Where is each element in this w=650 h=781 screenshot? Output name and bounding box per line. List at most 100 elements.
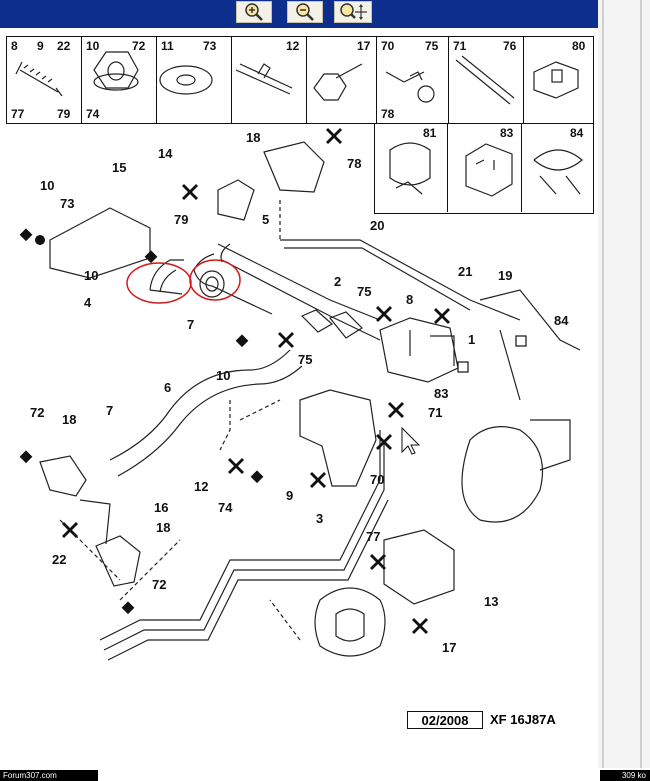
parts-table: 8 9 22 77 79 10 72 74 11 73 12 17 70 75 …: [6, 36, 594, 124]
magnifier-plus-icon: [245, 3, 263, 21]
parts-cell: 10 72 74: [82, 37, 157, 123]
part-number: 80: [572, 39, 586, 53]
footer-source: Forum307.com: [0, 770, 98, 781]
callout-label: 10: [84, 268, 99, 283]
bracket-15: [49, 207, 151, 279]
clip-icon: [533, 61, 579, 99]
stud-icon: [235, 63, 293, 95]
part-number: 11: [161, 39, 174, 53]
callout-label: 72: [152, 577, 167, 592]
vacuum-lines: [99, 430, 389, 661]
gasket-inner: [205, 276, 219, 292]
callout-label: 84: [554, 313, 569, 328]
zoom-move-button[interactable]: [334, 1, 372, 23]
callout-label: 13: [484, 594, 499, 609]
part-number: 73: [203, 39, 217, 53]
callout-label: 75: [298, 352, 313, 367]
bolt-washer-icon: [385, 71, 435, 103]
highlight-circle: [189, 259, 241, 301]
part-number: 83: [500, 126, 514, 140]
part-number: 71: [453, 39, 467, 53]
mouse-cursor: [401, 426, 421, 455]
mounting-bracket: [299, 389, 377, 487]
parts-cell: 84: [522, 124, 594, 212]
part-number: 74: [86, 107, 100, 121]
pipe-19: [479, 289, 581, 401]
parts-cell: 8 9 22 77 79: [7, 37, 82, 123]
callout-label: 12: [194, 479, 209, 494]
viewer-toolbar: [0, 0, 598, 28]
diagram-sheet: [0, 28, 598, 768]
egr-tube: [217, 243, 381, 341]
washer-icon: [159, 65, 213, 95]
callout-label: 16: [154, 500, 169, 515]
status-bar: [0, 768, 650, 781]
callout-label: 18: [62, 412, 77, 427]
parts-cell: 17: [307, 37, 377, 123]
parts-cell: 83: [448, 124, 522, 212]
callout-label: 5: [262, 212, 270, 227]
part-number: 12: [286, 39, 300, 53]
gasket: [199, 270, 225, 298]
callout-label: 73: [60, 196, 75, 211]
part-number: 17: [357, 39, 371, 53]
bracket-14: [217, 179, 255, 221]
screw-icon: [15, 61, 63, 97]
callout-label: 3: [316, 511, 324, 526]
page-edge: [640, 0, 642, 768]
magnifier-minus-icon: [296, 3, 314, 21]
part-number: 9: [37, 39, 44, 53]
callout-label: 22: [52, 552, 67, 567]
zoom-in-button[interactable]: [236, 1, 272, 23]
part-number: 76: [503, 39, 517, 53]
callout-label: 18: [156, 520, 171, 535]
callout-label: 20: [370, 218, 385, 233]
callout-label: 72: [30, 405, 45, 420]
callout-label: 7: [187, 317, 195, 332]
part-number: 22: [57, 39, 71, 53]
parts-cell: 70 75 78: [377, 37, 449, 123]
cover-13: [383, 529, 455, 605]
callout-label: 2: [334, 274, 342, 289]
part-number: 8: [11, 39, 18, 53]
pipe-clamp-icon: [533, 149, 583, 195]
parts-table-row2: 81 83 84: [374, 124, 594, 214]
part-number: 84: [570, 126, 584, 140]
bracket-icon: [465, 143, 513, 197]
callout-label: 77: [366, 529, 381, 544]
part-number: 75: [425, 39, 439, 53]
part-number: 70: [381, 39, 395, 53]
part-number: 10: [86, 39, 100, 53]
callout-label: 83: [434, 386, 449, 401]
throttle-body: [314, 587, 386, 657]
double-stud-icon: [455, 55, 515, 105]
footer-size: 309 ko: [600, 770, 650, 781]
part-number: 79: [57, 107, 71, 121]
callout-label: 6: [164, 380, 172, 395]
open-squares: [457, 335, 527, 373]
callout-label: 7: [106, 403, 114, 418]
zoom-out-button[interactable]: [287, 1, 323, 23]
part-number: 81: [423, 126, 437, 140]
callout-label: 1: [468, 332, 476, 347]
callout-label: 74: [218, 500, 233, 515]
part-number: 78: [381, 107, 395, 121]
marker-squares: [19, 228, 264, 615]
callout-label: 14: [158, 146, 173, 161]
elbow-pipe: [149, 259, 184, 295]
callout-label: 70: [370, 472, 385, 487]
solenoid-valve: [39, 455, 111, 545]
bolt-icon: [313, 63, 363, 101]
cross-markers: [62, 128, 450, 634]
solenoid-valve: [95, 535, 141, 587]
callout-label: 75: [357, 284, 372, 299]
part-number: 77: [11, 107, 25, 121]
parts-cell: 71 76: [449, 37, 524, 123]
egr-valve: [379, 317, 459, 383]
reference-code: XF 16J87A: [490, 712, 556, 727]
magnifier-move-icon: [340, 3, 367, 20]
part-number: 72: [132, 39, 146, 53]
pipe-20: [280, 239, 521, 321]
callout-label: 18: [246, 130, 261, 145]
parts-cell: 81: [375, 124, 448, 212]
